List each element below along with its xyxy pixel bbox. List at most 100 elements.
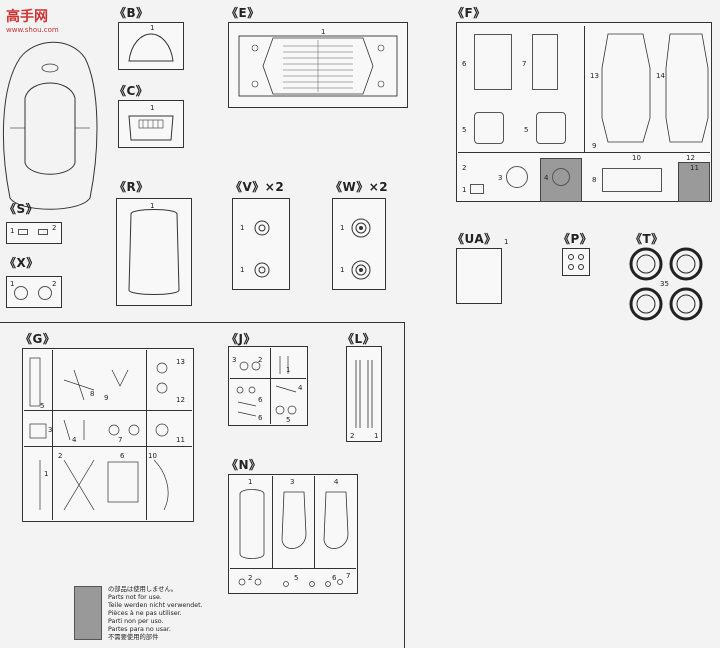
part-number: 6 [120, 452, 125, 460]
section-label-v: 《V》×2 [230, 180, 285, 194]
part-number: 1 [10, 227, 15, 235]
part-number: 11 [690, 164, 699, 172]
part-f11-shaded [678, 162, 710, 202]
part-number: 4 [72, 436, 77, 444]
part-f13-panel [601, 33, 651, 143]
part-number: 6 [462, 60, 467, 68]
part-number: 14 [656, 72, 665, 80]
part-number: 2 [462, 164, 467, 172]
sprue-s [6, 222, 62, 244]
part-number: 1 [321, 28, 326, 36]
part-number: 4 [334, 478, 339, 486]
part-n-small-parts [238, 578, 343, 587]
section-label-n: 《N》 [226, 458, 262, 472]
section-label-s: 《S》 [4, 202, 39, 216]
part-number: 3 [232, 356, 237, 364]
section-label-r: 《R》 [114, 180, 149, 194]
part-s1 [18, 229, 28, 235]
part-number: 6 [258, 414, 263, 422]
part-f14-panel [665, 33, 709, 143]
part-b1-drawing [128, 33, 174, 62]
legend-line: Partes para no usar. [108, 626, 171, 633]
part-e1-chassis-drawing [238, 35, 398, 97]
part-f5 [474, 112, 504, 144]
sprue-runner [458, 152, 710, 153]
sprue-p [562, 248, 590, 276]
sprue-runner [272, 476, 273, 568]
part-number: 1 [150, 202, 155, 210]
section-label-ua: 《UA》 [452, 232, 497, 246]
part-l-drawings [355, 360, 373, 428]
part-w1-wheel [351, 260, 371, 280]
part-number: 2 [52, 224, 57, 232]
part-g-drawings [29, 357, 169, 511]
legend-line: Parti non per uso. [108, 618, 164, 625]
part-number: 35 [660, 280, 669, 288]
section-label-t: 《T》 [630, 232, 664, 246]
section-label-g: 《G》 [20, 332, 56, 346]
part-x1 [14, 286, 28, 300]
sprue-n [228, 474, 358, 594]
part-number: 12 [176, 396, 185, 404]
part-v1-drawing [254, 262, 270, 278]
section-label-l: 《L》 [342, 332, 376, 346]
part-f5 [536, 112, 566, 144]
part-number: 1 [150, 104, 155, 112]
legend-line: Teile werden nicht verwendet. [108, 602, 203, 609]
tires-drawing [629, 247, 703, 321]
part-number: 4 [544, 174, 549, 182]
part-number: 2 [52, 280, 57, 288]
car-body-drawing [2, 41, 98, 210]
part-number: 5 [40, 402, 45, 410]
part-number: 11 [176, 436, 185, 444]
part-f4 [552, 168, 570, 186]
legend-line: 不需要使用的部件 [108, 634, 159, 641]
part-number: 3 [290, 478, 295, 486]
part-number: 1 [150, 24, 155, 32]
section-label-p: 《P》 [558, 232, 593, 246]
sprue-runner [24, 446, 192, 447]
section-label-c: 《C》 [114, 84, 149, 98]
part-number: 2 [258, 356, 263, 364]
part-number: 1 [10, 280, 15, 288]
legend-line: Pièces à ne pas utiliser. [108, 610, 182, 617]
part-number: 4 [298, 384, 303, 392]
part-number: 1 [340, 266, 345, 274]
part-n-lenses [239, 489, 349, 559]
sprue-runner [52, 350, 53, 520]
watermark-logo: 高手网 [6, 9, 48, 25]
legend-line: Parts not for use. [108, 594, 162, 601]
part-number: 1 [340, 224, 345, 232]
unused-parts-swatch [74, 586, 102, 640]
part-f7 [532, 34, 558, 90]
part-number: 2 [248, 574, 253, 582]
part-number: 1 [374, 432, 379, 440]
part-number: 8 [90, 390, 95, 398]
page-divider [404, 322, 405, 648]
part-w1-wheel [351, 218, 371, 238]
legend-line: の部品は使用しません。 [108, 586, 178, 593]
part-number: 13 [590, 72, 599, 80]
part-number: 6 [332, 574, 337, 582]
sprue-v [232, 198, 290, 290]
section-label-e: 《E》 [226, 6, 260, 20]
sprue-runner [230, 378, 306, 379]
sprue-runner [270, 348, 271, 424]
sprue-l [346, 346, 382, 442]
part-number: 8 [592, 176, 597, 184]
part-number: 1 [240, 224, 245, 232]
part-number: 3 [48, 426, 53, 434]
part-number: 2 [58, 452, 63, 460]
section-label-j: 《J》 [226, 332, 256, 346]
part-number: 5 [286, 416, 291, 424]
part-p1-drawing [568, 254, 584, 270]
part-number: 10 [632, 154, 641, 162]
sprue-runner [146, 350, 147, 520]
sprue-b [118, 22, 184, 70]
part-c1-drawing [128, 115, 174, 141]
part-f6 [474, 34, 512, 90]
part-number: 5 [462, 126, 467, 134]
sprue-runner [584, 26, 585, 152]
sprue-ua [456, 248, 502, 304]
part-number: 1 [248, 478, 253, 486]
